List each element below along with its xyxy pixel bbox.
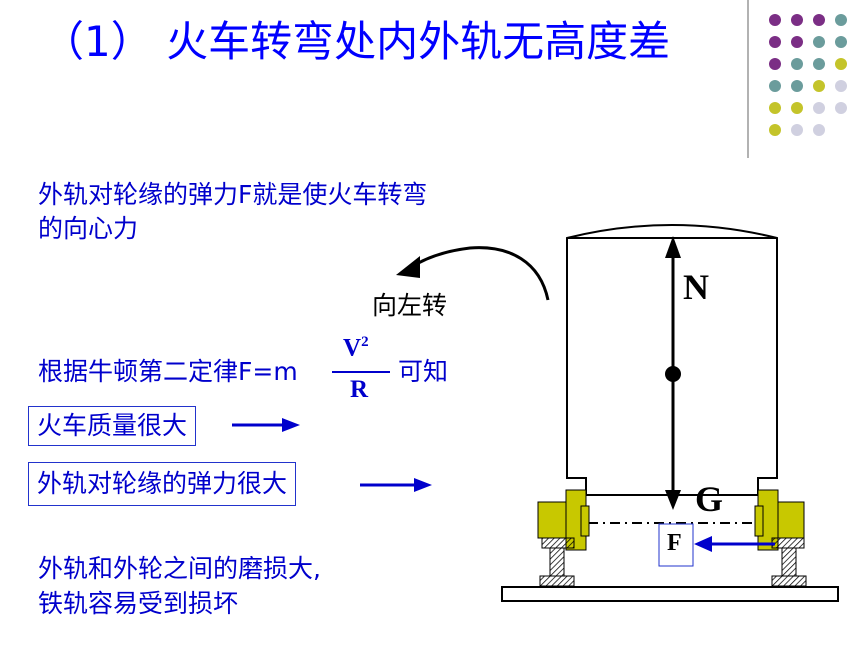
left-rail [539,537,575,587]
f-force-arrow [694,536,775,552]
conclusion-line2: 铁轨容易受到损坏 [38,589,239,618]
gravity-label: G [695,479,724,519]
arrow-box1 [232,418,300,432]
mass-large-box: 火车质量很大 [28,406,197,446]
normal-force-label: N [683,267,709,307]
center-of-mass-dot [665,366,681,382]
page-title: （1） 火车转弯处内外轨无高度差 [42,17,671,66]
ground-sleeper [501,586,839,602]
description-line1: 外轨对轮缘的弹力F就是使火车转弯 [38,180,428,209]
description-line2: 的向心力 [38,214,139,243]
force-large-box: 外轨对轮缘的弹力很大 [28,462,297,506]
f-force-label: F [667,530,682,556]
g-arrowhead [665,490,681,510]
f-label-box [658,523,694,567]
right-wheel [754,489,805,551]
fraction-denominator: R [350,376,369,403]
right-rail [771,537,807,587]
decorative-dot-grid [769,14,847,136]
n-arrowhead [665,236,681,258]
turn-left-arrow [396,246,550,301]
fraction-numerator: V2 [343,334,369,362]
conclusion-line1: 外轨和外轮之间的磨损大, [38,554,321,583]
newton-law-suffix: 可知 [398,357,449,386]
turn-left-label: 向左转 [372,291,448,320]
arrow-box2 [360,478,432,492]
left-wheel [537,489,590,551]
newton-law-prefix: 根据牛顿第二定律F=m [38,357,298,386]
